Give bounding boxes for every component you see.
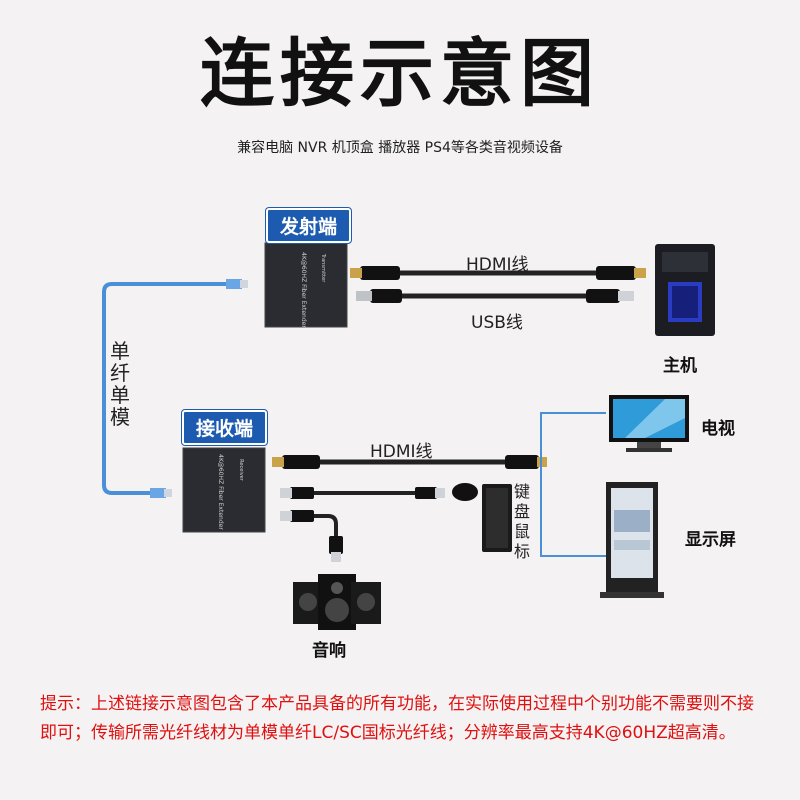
fiber-label: 单纤单模	[110, 339, 130, 429]
mouse-icon	[452, 483, 478, 501]
keyboard-mouse-label: 键盘鼠标	[513, 482, 530, 561]
tips-note: 提示：上述链接示意图包含了本产品具备的所有功能，在实际使用过程中个别功能不需要则…	[40, 694, 754, 743]
tx-hdmi-cable	[350, 266, 646, 280]
display-label: 显示屏	[685, 530, 736, 550]
display-bracket	[540, 412, 606, 557]
receiver-box: 4K@60HZ Fiber Extender Receiver	[182, 447, 266, 533]
rx-usb-keyboard-cable	[280, 487, 445, 499]
rx-audio-cable	[280, 510, 343, 562]
kiosk-display-icon	[600, 482, 664, 598]
audio-label: 音响	[312, 641, 346, 661]
fiber-connector-top	[226, 279, 248, 289]
transmitter-box: 4K@60HZ Fiber Extender Transmitter	[264, 242, 348, 328]
transmitter-badge: 发射端	[266, 208, 352, 243]
speaker-icon	[293, 574, 381, 630]
receiver-role-text: Receiver	[238, 459, 244, 482]
tv-icon	[609, 395, 689, 452]
page-title: 连接示意图	[200, 31, 600, 117]
receiver-model-text: 4K@60HZ Fiber Extender	[217, 454, 224, 530]
tx-hdmi-label: HDMI线	[466, 255, 529, 275]
receiver-badge: 接收端	[182, 410, 268, 445]
fiber-connector-bottom	[150, 488, 172, 498]
tx-usb-label: USB线	[471, 313, 523, 333]
tv-label: 电视	[701, 419, 735, 439]
transmitter-model-text: 4K@60HZ Fiber Extender	[300, 252, 307, 328]
tx-usb-cable	[356, 289, 634, 303]
page-subtitle: 兼容电脑 NVR 机顶盒 播放器 PS4等各类音视频设备	[237, 140, 563, 156]
rx-hdmi-label: HDMI线	[370, 442, 433, 462]
host-pc-icon	[655, 244, 715, 336]
transmitter-role-text: Transmitter	[320, 253, 326, 283]
keyboard-icon	[482, 484, 512, 552]
host-label: 主机	[663, 356, 697, 376]
fiber-cable	[102, 282, 235, 495]
